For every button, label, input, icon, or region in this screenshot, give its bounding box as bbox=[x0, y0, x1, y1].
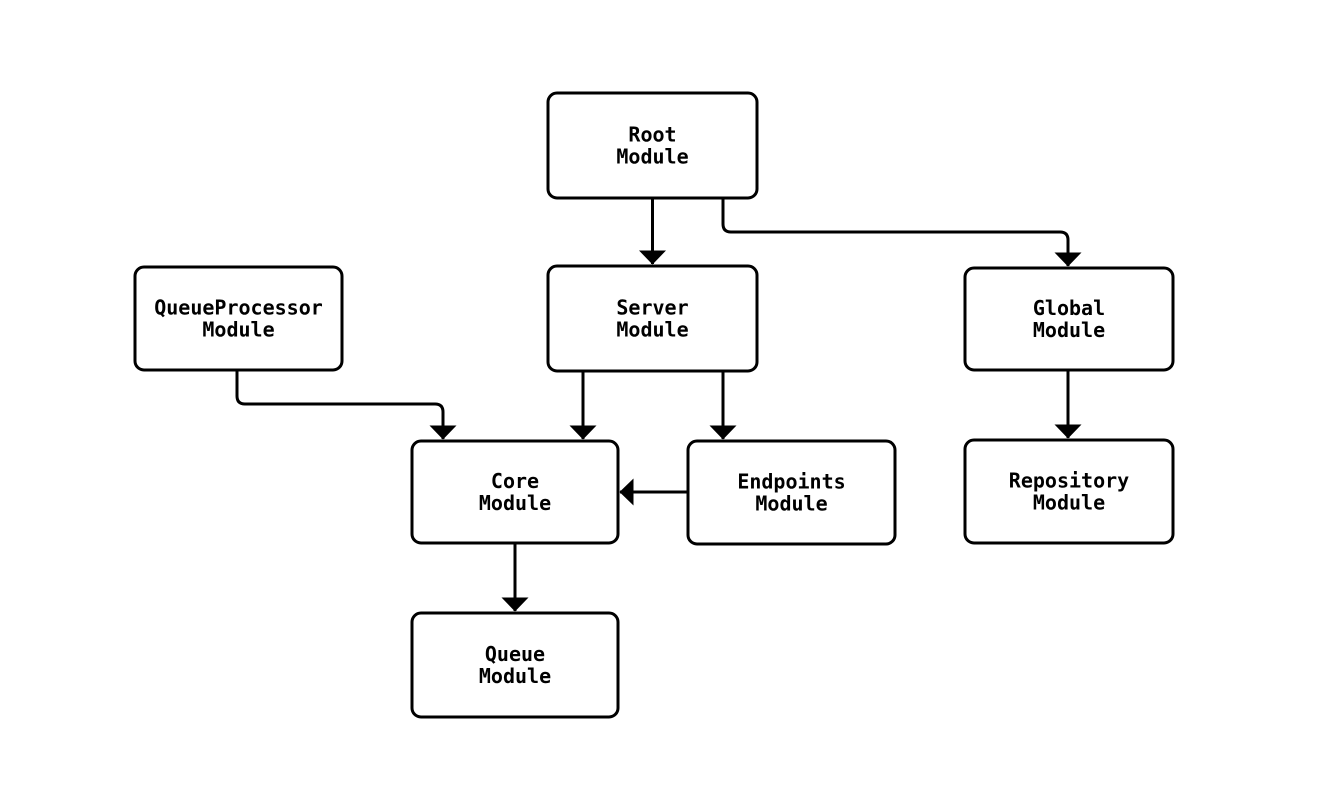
node-endpoints-label-line1: Endpoints bbox=[737, 470, 845, 494]
node-queue-label-line1: Queue bbox=[485, 642, 545, 666]
edge-root-to-global bbox=[721, 198, 1082, 267]
node-queue-label-line2: Module bbox=[479, 664, 551, 688]
node-server-box bbox=[546, 264, 759, 373]
node-root-label-line1: Root bbox=[628, 123, 676, 147]
node-queueprocessor-label-line2: Module bbox=[202, 318, 274, 342]
node-global-box bbox=[963, 266, 1175, 372]
node-endpoints-box bbox=[686, 439, 897, 546]
node-server-label-line2: Module bbox=[616, 318, 688, 342]
node-global-label-line2: Module bbox=[1033, 318, 1105, 342]
node-core-label-line2: Module bbox=[479, 491, 551, 515]
edge-queueprocessor-to-core bbox=[235, 370, 457, 440]
node-server-label-line1: Server bbox=[616, 296, 688, 320]
node-root-label-line2: Module bbox=[616, 145, 688, 169]
node-global-label-line1: Global bbox=[1033, 296, 1105, 320]
node-core-label-line1: Core bbox=[491, 469, 539, 493]
node-repository-label-line1: Repository bbox=[1009, 469, 1129, 493]
node-repository-label-line2: Module bbox=[1033, 491, 1105, 515]
node-queue-box bbox=[410, 611, 620, 719]
node-queueprocessor-label-line1: QueueProcessor bbox=[154, 296, 323, 320]
node-root-box bbox=[546, 91, 759, 200]
node-core-box bbox=[410, 439, 620, 545]
node-endpoints-label-line2: Module bbox=[755, 492, 827, 516]
node-repository-box bbox=[963, 438, 1175, 545]
node-queueprocessor-box bbox=[133, 265, 344, 372]
